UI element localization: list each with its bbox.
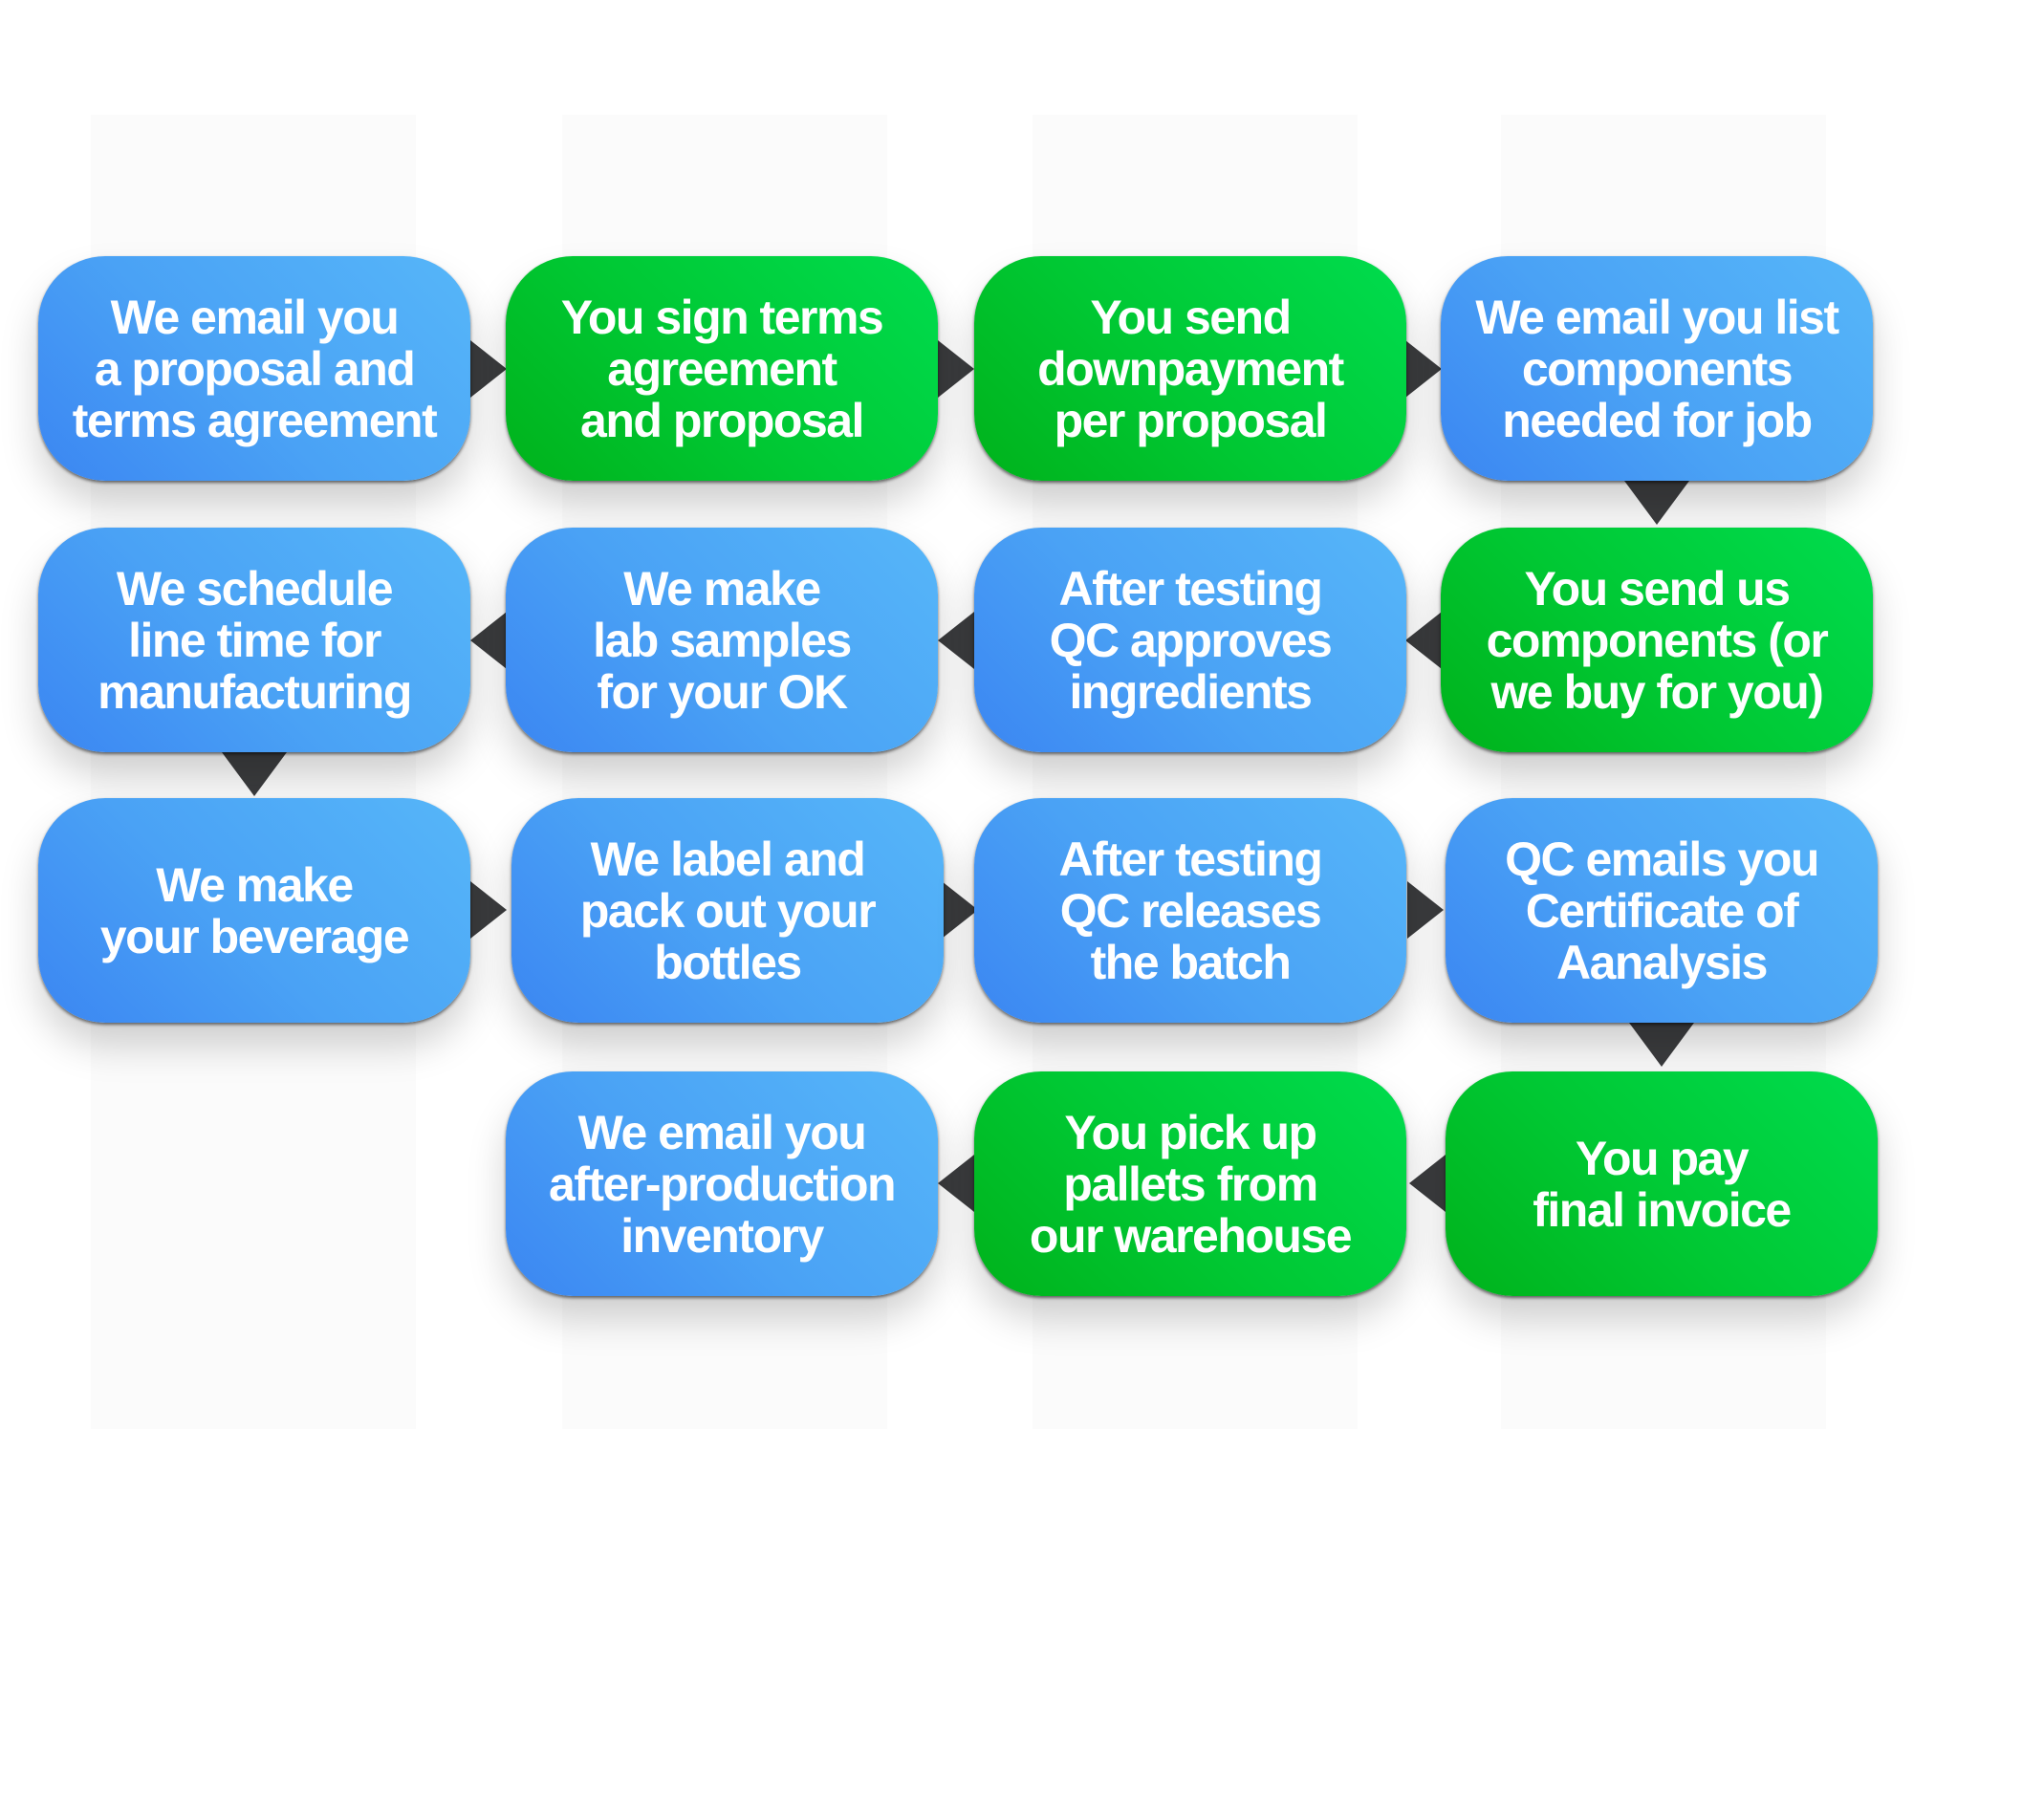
arrow-left-icon bbox=[470, 612, 507, 669]
step-6-box[interactable]: After testing QC approves ingredients bbox=[974, 528, 1406, 752]
step-13-box[interactable]: You pay final invoice bbox=[1446, 1071, 1878, 1296]
step-label: We label and pack out your bottles bbox=[579, 832, 877, 989]
step-9-box[interactable]: We make your beverage bbox=[38, 798, 470, 1023]
arrow-left-icon bbox=[1409, 1155, 1446, 1212]
arrow-left-icon bbox=[1405, 612, 1442, 669]
step-1-box[interactable]: We email you a proposal and terms agreem… bbox=[38, 256, 470, 481]
step-label: You pay final invoice bbox=[1533, 1131, 1792, 1237]
arrow-right-icon bbox=[938, 340, 974, 398]
step-label: You send us components (or we buy for yo… bbox=[1486, 561, 1829, 719]
step-label: You send downpayment per proposal bbox=[1037, 290, 1344, 447]
arrow-down-icon bbox=[1624, 481, 1689, 525]
step-12-box[interactable]: QC emails you Certificate of Aanalysis bbox=[1446, 798, 1878, 1023]
step-label: We email you list components needed for … bbox=[1475, 290, 1839, 447]
step-label: After testing QC releases the batch bbox=[1058, 832, 1323, 989]
step-14-box[interactable]: You pick up pallets from our warehouse bbox=[974, 1071, 1406, 1296]
step-11-box[interactable]: After testing QC releases the batch bbox=[974, 798, 1406, 1023]
step-3-box[interactable]: You send downpayment per proposal bbox=[974, 256, 1406, 481]
step-label: You sign terms agreement and proposal bbox=[560, 290, 884, 447]
step-label: QC emails you Certificate of Aanalysis bbox=[1505, 832, 1819, 989]
arrow-right-icon bbox=[470, 340, 507, 398]
step-label: After testing QC approves ingredients bbox=[1049, 561, 1333, 719]
arrow-right-icon bbox=[470, 881, 507, 939]
step-10-box[interactable]: We label and pack out your bottles bbox=[511, 798, 944, 1023]
arrow-down-icon bbox=[222, 752, 287, 796]
arrow-left-icon bbox=[938, 612, 974, 669]
step-5-box[interactable]: You send us components (or we buy for yo… bbox=[1441, 528, 1873, 752]
step-7-box[interactable]: We make lab samples for your OK bbox=[506, 528, 938, 752]
step-label: We email you a proposal and terms agreem… bbox=[72, 290, 438, 447]
arrow-right-icon bbox=[942, 881, 978, 939]
arrow-down-icon bbox=[1629, 1023, 1694, 1067]
step-2-box[interactable]: You sign terms agreement and proposal bbox=[506, 256, 938, 481]
arrow-right-icon bbox=[1407, 881, 1444, 939]
step-8-box[interactable]: We schedule line time for manufacturing bbox=[38, 528, 470, 752]
step-label: We email you after-production inventory bbox=[548, 1105, 897, 1263]
step-label: You pick up pallets from our warehouse bbox=[1029, 1105, 1353, 1263]
step-4-box[interactable]: We email you list components needed for … bbox=[1441, 256, 1873, 481]
step-label: We make your beverage bbox=[99, 857, 410, 963]
arrow-right-icon bbox=[1405, 340, 1442, 398]
step-label: We schedule line time for manufacturing bbox=[98, 561, 412, 719]
arrow-left-icon bbox=[938, 1155, 974, 1212]
step-label: We make lab samples for your OK bbox=[593, 561, 852, 719]
step-15-box[interactable]: We email you after-production inventory bbox=[506, 1071, 938, 1296]
